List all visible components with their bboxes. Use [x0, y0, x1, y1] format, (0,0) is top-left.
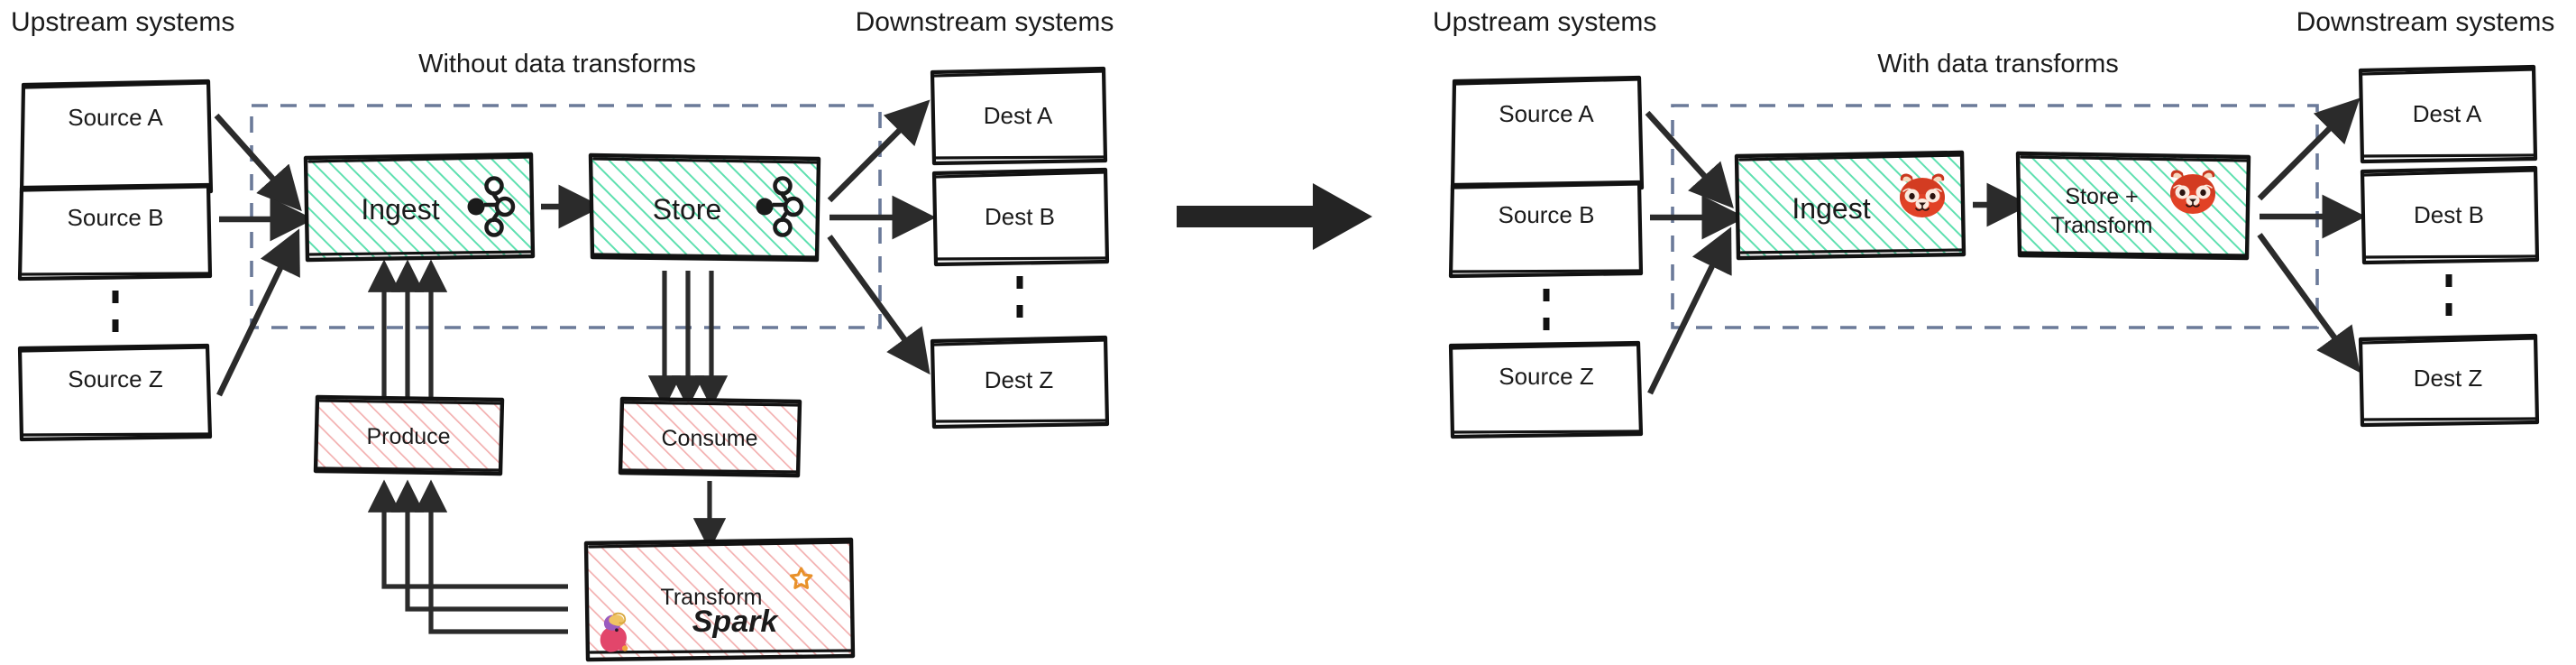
left-produce-label: Produce [366, 424, 450, 449]
right-store-transform-label-line1: Store + [2065, 184, 2138, 209]
left-ingest-label: Ingest [361, 193, 439, 226]
right-source-a-label: Source A [1499, 100, 1594, 127]
left-store-label: Store [653, 193, 721, 226]
right-arrow-source-z-ingest [1647, 226, 1732, 395]
right-dest-z-label: Dest Z [2414, 365, 2483, 392]
left-transform-label: Transform [661, 585, 763, 610]
left-dest-b: Dest B [931, 167, 1110, 267]
left-panel: Upstream systems Downstream systems With… [11, 7, 1114, 662]
spark-icon: Spark [692, 567, 813, 639]
left-downstream-label: Downstream systems [856, 7, 1114, 37]
redpanda-icon [2169, 169, 2216, 215]
left-consume-label: Consume [662, 426, 758, 451]
left-source-b: Source B [17, 182, 213, 282]
left-source-z: Source Z [17, 343, 213, 442]
right-panel-title: With data transforms [1877, 50, 2119, 79]
right-panel: Upstream systems Downstream systems With… [1433, 7, 2555, 439]
right-upstream-label: Upstream systems [1433, 7, 1656, 37]
right-dest-z: Dest Z [2358, 333, 2540, 428]
left-arrow-source-z-ingest [216, 228, 300, 397]
left-source-a-label: Source A [68, 104, 163, 131]
left-dest-a-label: Dest A [984, 102, 1053, 129]
right-ingest-box: Ingest [1734, 150, 1966, 261]
left-consume-box: Consume [618, 396, 802, 478]
transition-arrow-icon [1177, 183, 1372, 250]
left-source-z-label: Source Z [68, 365, 163, 393]
right-source-b-label: Source B [1499, 201, 1595, 228]
left-produce-arrows [367, 259, 448, 406]
left-consume-arrows [647, 271, 729, 409]
left-transform-box: Transform Spark [583, 537, 856, 662]
left-upstream-label: Upstream systems [11, 7, 234, 37]
right-downstream-label: Downstream systems [2296, 7, 2555, 37]
left-arrow-source-a-ingest [214, 113, 302, 212]
left-ingest-box: Ingest [303, 152, 536, 263]
right-arrow-store-dest-z [2257, 233, 2361, 374]
left-transform-produce-feedback [367, 479, 568, 634]
left-source-b-label: Source B [68, 204, 164, 231]
left-dest-a: Dest A [930, 66, 1108, 166]
redpanda-icon [1899, 172, 1946, 218]
right-store-transform-box: Store + Transform [2015, 151, 2251, 261]
right-source-z: Source Z [1448, 340, 1644, 439]
right-ingest-label: Ingest [1792, 192, 1870, 225]
left-dest-b-label: Dest B [985, 203, 1055, 230]
left-produce-box: Produce [313, 394, 505, 476]
left-dest-z-label: Dest Z [985, 366, 1054, 393]
left-arrow-store-dest-z [827, 235, 930, 375]
right-store-transform-label-line2: Transform [2051, 213, 2153, 238]
right-arrow-source-a-ingest [1645, 110, 1734, 209]
left-dest-z: Dest Z [930, 335, 1110, 429]
left-panel-title: Without data transforms [418, 50, 696, 79]
right-dest-b-label: Dest B [2414, 201, 2484, 228]
right-source-z-label: Source Z [1499, 363, 1594, 390]
left-source-a: Source A [19, 79, 214, 196]
right-source-b: Source B [1448, 180, 1644, 279]
right-dest-a-label: Dest A [2413, 100, 2482, 127]
spark-wordmark: Spark [692, 605, 780, 639]
right-dest-a: Dest A [2358, 64, 2538, 164]
right-dest-b: Dest B [2360, 165, 2540, 265]
left-arrow-store-dest-a [827, 99, 930, 203]
right-source-a: Source A [1450, 75, 1645, 193]
left-store-box: Store [588, 152, 821, 263]
left-platform-boundary [250, 104, 882, 329]
right-arrow-store-dest-a [2257, 97, 2361, 201]
